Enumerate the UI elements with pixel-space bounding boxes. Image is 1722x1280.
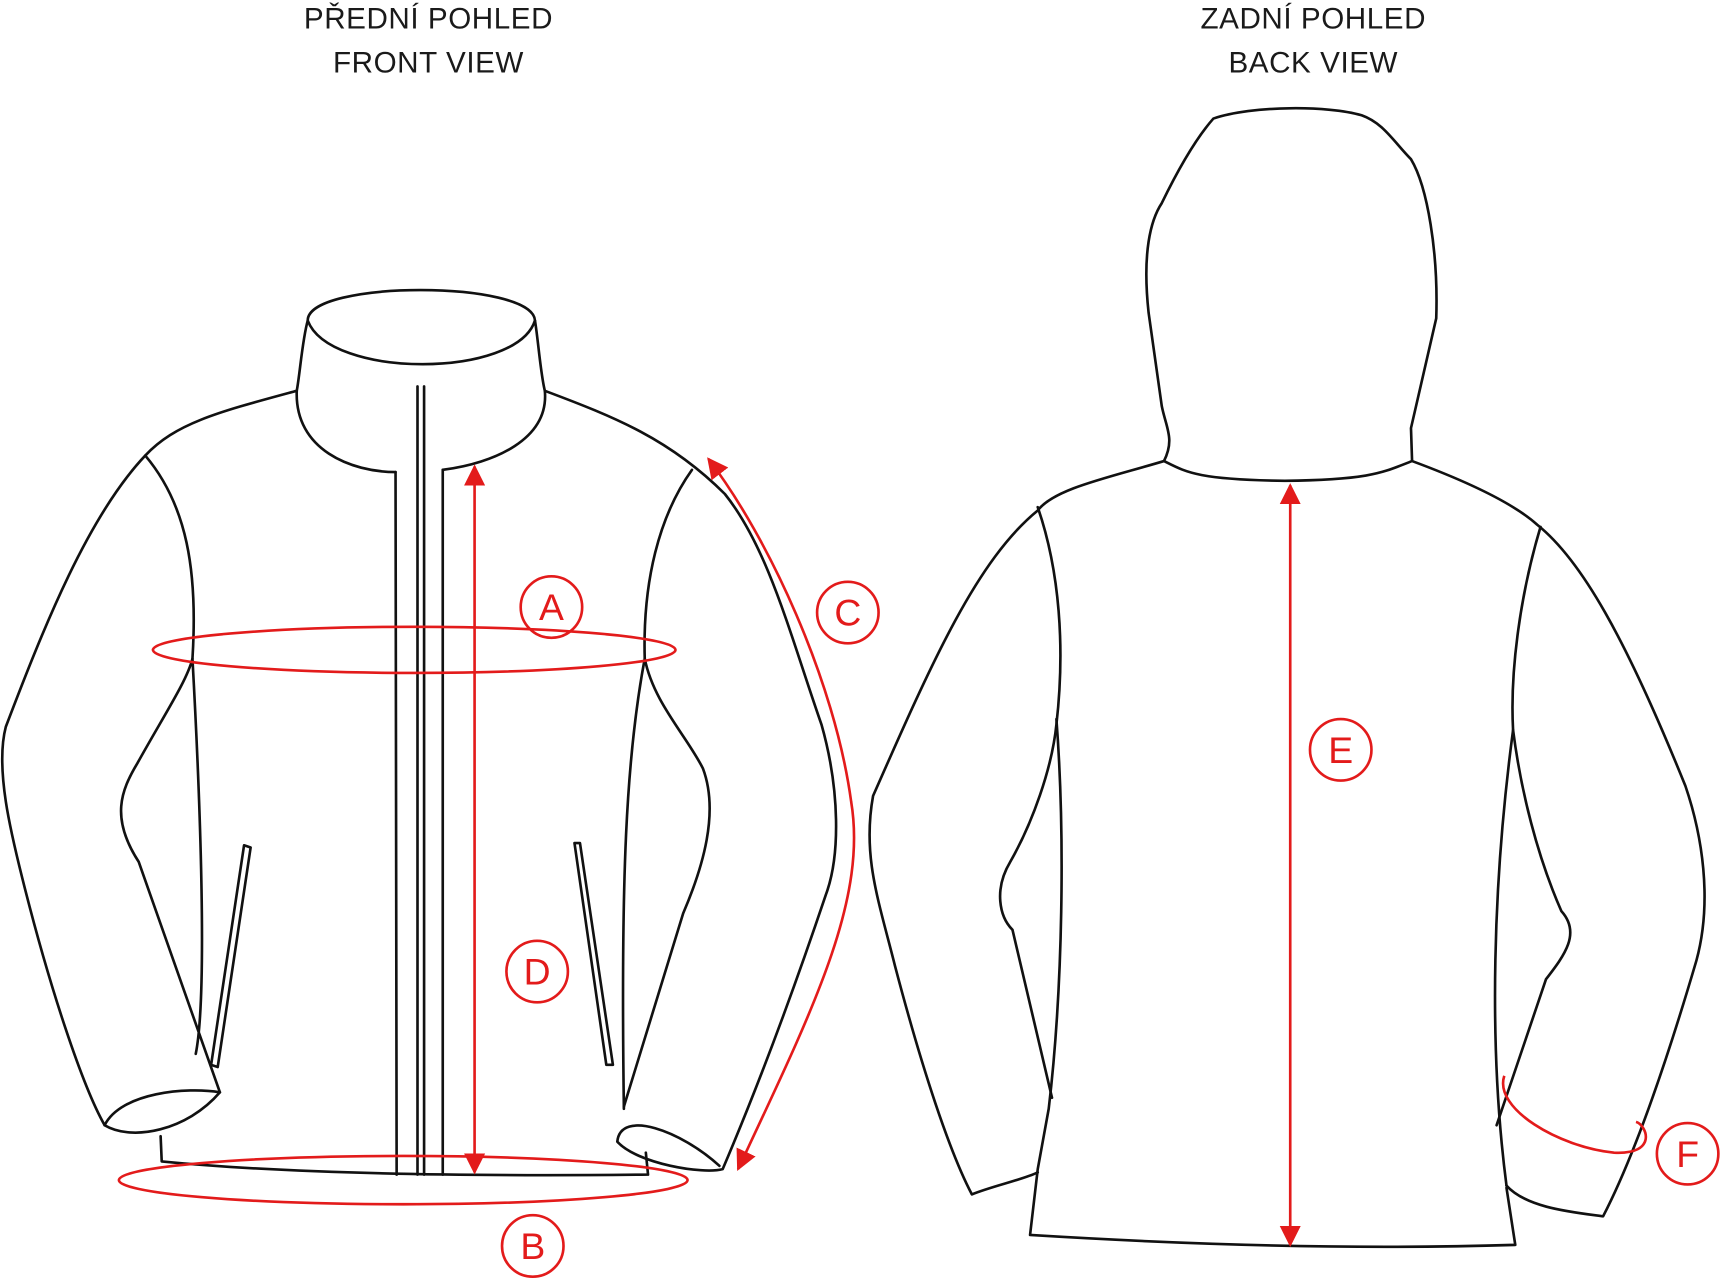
label-a: A <box>539 586 564 628</box>
back-view-title-en: BACK VIEW <box>1229 46 1399 79</box>
measurement-a-chest: A <box>151 575 677 675</box>
label-d: D <box>524 951 551 993</box>
back-jacket-illustration <box>868 106 1706 1249</box>
measurement-d-front-length: D <box>464 464 570 1175</box>
front-jacket-illustration <box>0 288 838 1177</box>
label-e: E <box>1328 729 1353 771</box>
front-view-title-cz: PŘEDNÍ POHLED <box>304 3 553 36</box>
measurement-c-sleeve: C <box>707 457 880 1172</box>
label-f: F <box>1676 1133 1699 1175</box>
front-view-title-en: FRONT VIEW <box>333 46 524 79</box>
measurement-e-back-length: E <box>1279 483 1373 1247</box>
back-view-title-cz: ZADNÍ POHLED <box>1201 3 1427 36</box>
label-b: B <box>520 1225 545 1267</box>
measurement-f-cuff: F <box>1501 1075 1720 1186</box>
label-c: C <box>834 592 861 634</box>
measurement-b-hem: B <box>117 1154 689 1279</box>
